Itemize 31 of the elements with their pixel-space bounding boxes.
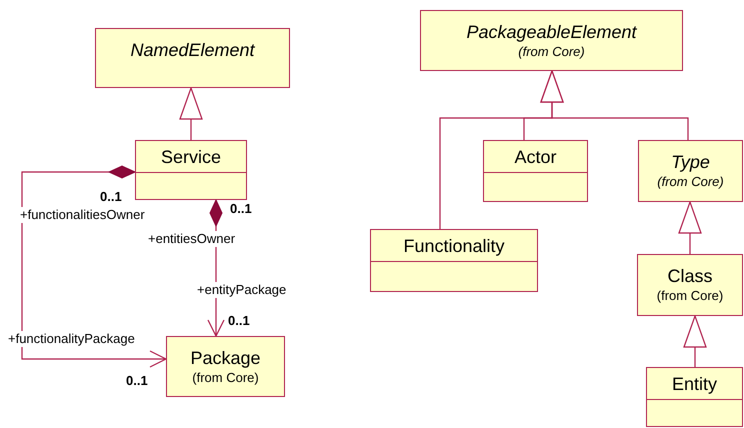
composition-arrow [21,166,167,368]
class-name: NamedElement [130,39,255,61]
class-box [483,140,588,202]
class-box [638,140,743,202]
package-note: (from Core) [656,287,724,305]
package-note: (from Core) [657,173,724,191]
class-box [420,10,683,71]
class-name: Actor [514,146,556,168]
generalization-arrow [540,70,689,140]
class-name: Package [190,346,261,368]
class-box [637,254,743,316]
class-box [95,28,290,88]
class-box [370,229,538,292]
generalization-arrow [683,315,707,367]
role-label: +entitiesOwner [148,231,236,247]
role-label: +functionalityPackage [8,331,135,347]
class-name: Functionality [403,234,505,256]
class-name: Entity [672,372,718,394]
package-note: (from Core) [518,42,585,60]
role-label: +entityPackage [197,282,286,298]
role-label: +functionalitiesOwner [20,207,145,223]
class-box [135,140,247,200]
class-box [646,367,743,427]
class-name: Service [160,146,222,168]
generalization-arrow [179,87,203,140]
package-note: (from Core) [192,368,259,386]
generalization-arrow [678,201,702,254]
class-box [166,336,285,397]
class-name: Type [671,151,710,173]
class-name: PackageableElement [466,20,637,42]
class-name: Class [667,265,712,287]
